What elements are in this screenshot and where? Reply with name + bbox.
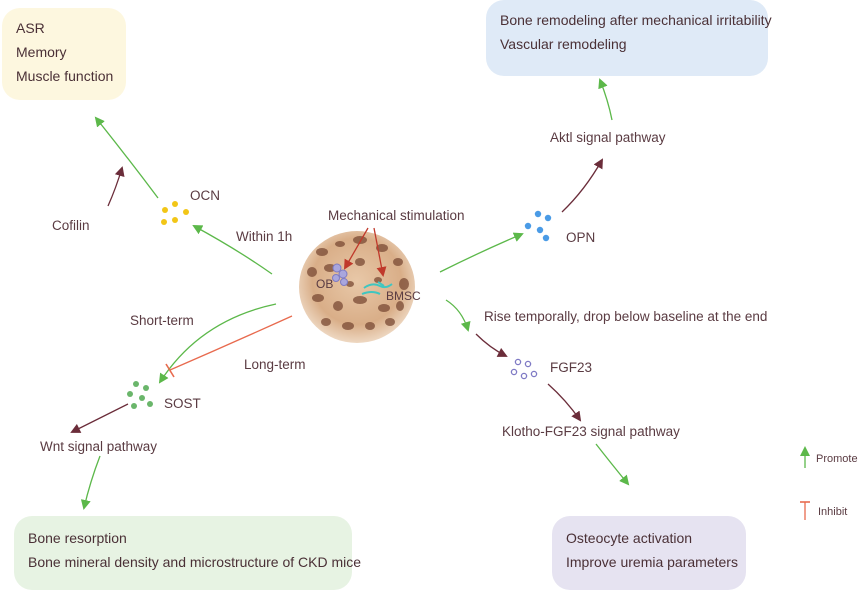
box-top-right-line-1: Bone remodeling after mechanical irritab… (500, 12, 772, 28)
sost-molecules (127, 381, 153, 409)
box-top-left-line-1: ASR (16, 20, 45, 36)
aktl-label: Aktl signal pathway (550, 130, 666, 145)
arrow-aktl-to-box (598, 78, 613, 121)
legend-inhibit-label: Inhibit (818, 506, 848, 518)
klotho-label: Klotho-FGF23 signal pathway (502, 424, 680, 439)
cofilin-label: Cofilin (52, 218, 90, 233)
arrow-fgf23-to-klotho (547, 383, 582, 422)
inhibit-bar (165, 363, 175, 378)
rise-label: Rise temporally, drop below baseline at … (484, 309, 768, 324)
short-term-label: Short-term (130, 313, 194, 328)
box-bottom-left-line-2: Bone mineral density and microstructure … (28, 554, 362, 570)
bone-tissue-image (299, 231, 415, 343)
fgf23-molecules (510, 358, 538, 380)
arrow-center-to-ocn (192, 225, 273, 275)
box-bottom-right: Osteocyte activation Improve uremia para… (552, 516, 746, 590)
opn-label: OPN (566, 230, 596, 245)
legend-promote-label: Promote (816, 453, 858, 465)
box-bottom-right-line-1: Osteocyte activation (566, 530, 693, 546)
box-bottom-left: Bone resorption Bone mineral density and… (14, 516, 362, 590)
mechanical-stimulation-label: Mechanical stimulation (328, 208, 465, 223)
arrow-cofilin (107, 166, 125, 207)
box-bottom-left-line-1: Bone resorption (28, 530, 127, 546)
stimulation-arrow-ob (344, 227, 369, 270)
ob-label: OB (316, 277, 334, 291)
arrow-center-to-rise (445, 299, 471, 332)
arrow-wnt-to-box (80, 455, 101, 510)
box-top-right-line-2: Vascular remodeling (500, 36, 627, 52)
arrow-rise-to-fgf23 (475, 333, 508, 357)
within-1h-label: Within 1h (236, 229, 293, 244)
arrow-opn-to-aktl (561, 158, 603, 213)
arrow-sost-to-wnt (70, 403, 129, 433)
opn-molecules (524, 210, 552, 242)
box-bottom-right-line-2: Improve uremia parameters (566, 554, 738, 570)
ob-cells (332, 263, 348, 286)
box-top-left-line-2: Memory (16, 44, 67, 60)
bmsc-cells (361, 281, 393, 295)
box-top-left-line-3: Muscle function (16, 68, 114, 84)
fgf23-label: FGF23 (550, 360, 593, 375)
legend (800, 446, 810, 520)
arrow-center-to-opn (439, 232, 524, 273)
inhibit-long-term (169, 315, 293, 371)
bmsc-label: BMSC (386, 289, 421, 303)
long-term-label: Long-term (244, 357, 306, 372)
ocn-molecules (161, 201, 189, 225)
box-top-right: Bone remodeling after mechanical irritab… (486, 0, 772, 76)
sost-label: SOST (164, 396, 201, 411)
arrow-ocn-to-box (94, 116, 159, 199)
ocn-label: OCN (190, 188, 220, 203)
arrow-klotho-to-box (595, 443, 630, 486)
stimulation-arrow-bmsc (373, 227, 387, 277)
arrow-short-term (158, 303, 277, 384)
wnt-label: Wnt signal pathway (40, 439, 158, 454)
box-top-left: ASR Memory Muscle function (2, 8, 126, 100)
